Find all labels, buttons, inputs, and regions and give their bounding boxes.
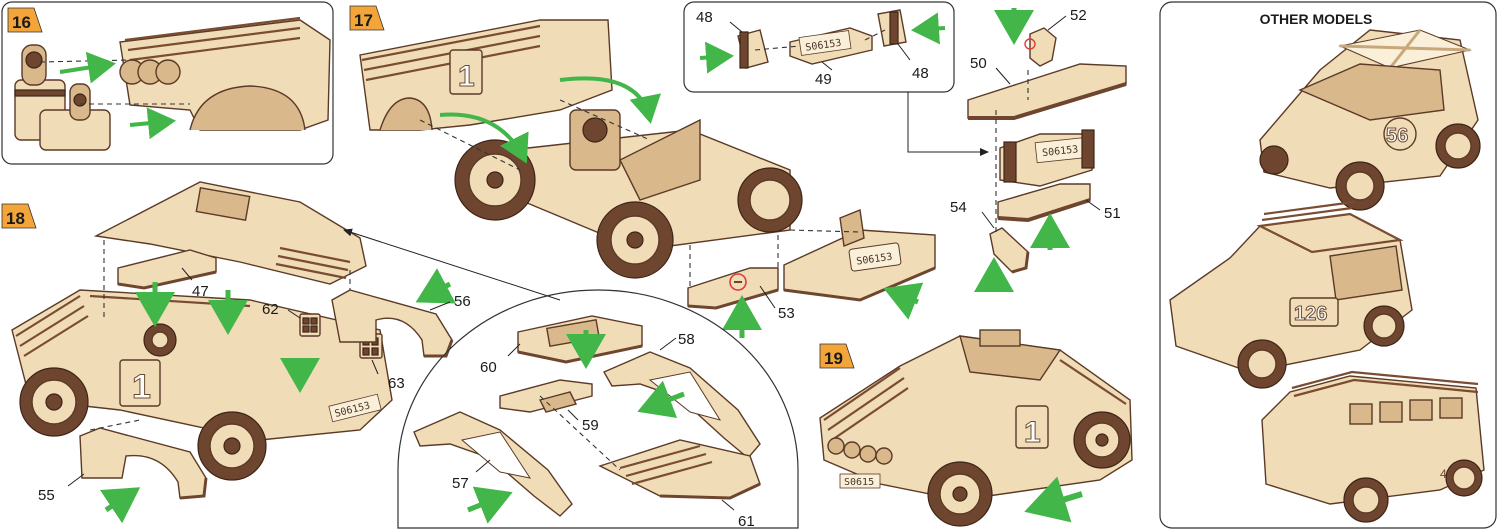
step-16-panel: 16 <box>1 1 334 165</box>
part-54 <box>989 227 1030 274</box>
step-16-headlight-parts <box>14 44 111 151</box>
other-model-2-number: 126 <box>1294 303 1327 325</box>
green-arrow-48b <box>911 12 946 45</box>
green-arrow-16a <box>59 51 116 84</box>
bumper-with-plate: S06153 <box>999 129 1095 187</box>
label-part-48-left: 48 <box>696 9 713 26</box>
green-arrow-bumper <box>883 282 924 320</box>
other-model-3: 45 <box>1261 370 1485 523</box>
step-18-car-body: 1 S06153 <box>11 289 393 481</box>
inset-plate-text: S06153 <box>805 38 842 54</box>
step-17-bumper: S06153 <box>783 209 936 302</box>
step-19-assembly: 19 1 S0615 <box>819 329 1133 527</box>
part-53 <box>687 267 779 310</box>
label-part-49: 49 <box>815 71 832 88</box>
other-model-1-number: 56 <box>1386 125 1408 147</box>
label-part-50: 50 <box>970 55 987 72</box>
bumper-plate: S06153 <box>1042 144 1079 159</box>
step-19-plate: S0615 <box>844 477 874 488</box>
step-16-badge: 16 <box>7 7 43 33</box>
step-19-finished-car: 1 S0615 <box>819 329 1133 527</box>
part-50 <box>967 63 1127 120</box>
other-models-title: OTHER MODELS <box>1260 11 1373 27</box>
label-part-48-right: 48 <box>912 65 929 82</box>
step-18-car-number: 1 <box>132 368 151 406</box>
label-part-51: 51 <box>1104 205 1121 222</box>
label-part-47: 47 <box>192 283 209 300</box>
part-51 <box>997 183 1091 223</box>
part-49: S06153 <box>789 27 873 65</box>
step-17-car-number: 1 <box>458 60 475 93</box>
part-48-left <box>737 29 769 69</box>
green-arrow-58 <box>637 380 685 419</box>
part-62 <box>299 313 321 337</box>
bumper-exploded: 52 50 S06153 51 54 <box>950 7 1127 292</box>
green-arrow-16b <box>129 107 176 140</box>
part-56 <box>331 289 454 358</box>
other-model-1: 56 <box>1259 29 1481 211</box>
label-part-56: 56 <box>454 293 471 310</box>
green-arrow-55 <box>99 487 141 524</box>
step-17-badge: 17 <box>349 5 385 31</box>
other-model-2: 126 <box>1169 200 1413 389</box>
step-19-badge: 19 <box>819 343 855 369</box>
label-part-54: 54 <box>950 199 967 216</box>
warning-circle-53 <box>729 273 747 291</box>
other-models-panel: OTHER MODELS 56 126 <box>1159 1 1497 529</box>
step-17-assembly: 17 1 <box>349 5 936 338</box>
green-arrow-48a <box>699 41 734 74</box>
other-models-frame <box>1159 1 1497 529</box>
step-17-front-body: 1 <box>359 19 613 131</box>
inset-plate-assembly: S06153 48 49 48 <box>683 1 955 93</box>
roof-detail-panel: 60 59 58 57 <box>397 289 799 530</box>
green-arrow-17a <box>559 76 661 124</box>
part-59 <box>499 379 593 413</box>
part-55 <box>79 427 208 500</box>
green-arrow-56 <box>415 268 456 304</box>
step-19-car-number: 1 <box>1024 416 1041 449</box>
part-52 <box>1024 27 1057 67</box>
part-57 <box>413 411 573 517</box>
step-17-number: 17 <box>354 11 373 30</box>
step-19-number: 19 <box>824 349 843 368</box>
part-61 <box>598 439 761 500</box>
label-part-52: 52 <box>1070 7 1087 24</box>
step-18-badge: 18 <box>1 203 37 229</box>
step-16-car-body <box>119 16 331 131</box>
step-18-assembly: 18 47 1 S06153 <box>1 181 471 524</box>
inset-pointer-arrow <box>907 92 989 156</box>
label-part-57: 57 <box>452 475 469 492</box>
step-16-number: 16 <box>12 13 31 32</box>
label-part-59: 59 <box>582 417 599 434</box>
inset-frame <box>683 1 955 93</box>
roof-detail-frame <box>397 289 799 529</box>
label-part-53: 53 <box>778 305 795 322</box>
part-47 <box>117 249 217 290</box>
label-part-60: 60 <box>480 359 497 376</box>
green-arrow-57 <box>467 486 513 524</box>
label-part-55: 55 <box>38 487 55 504</box>
label-part-61: 61 <box>738 513 755 530</box>
step-18-number: 18 <box>6 209 25 228</box>
label-part-58: 58 <box>678 331 695 348</box>
roof-pointer-arrow <box>343 228 561 301</box>
label-part-62: 62 <box>262 301 279 318</box>
green-arrow-19 <box>1024 476 1083 523</box>
step-18-roof <box>93 181 367 285</box>
part-48-right <box>877 9 907 47</box>
label-part-63: 63 <box>388 375 405 392</box>
green-arrow-17b <box>439 112 529 164</box>
step-16-frame <box>1 1 334 165</box>
step-17-plate: S06153 <box>856 252 893 268</box>
part-60 <box>517 315 643 364</box>
